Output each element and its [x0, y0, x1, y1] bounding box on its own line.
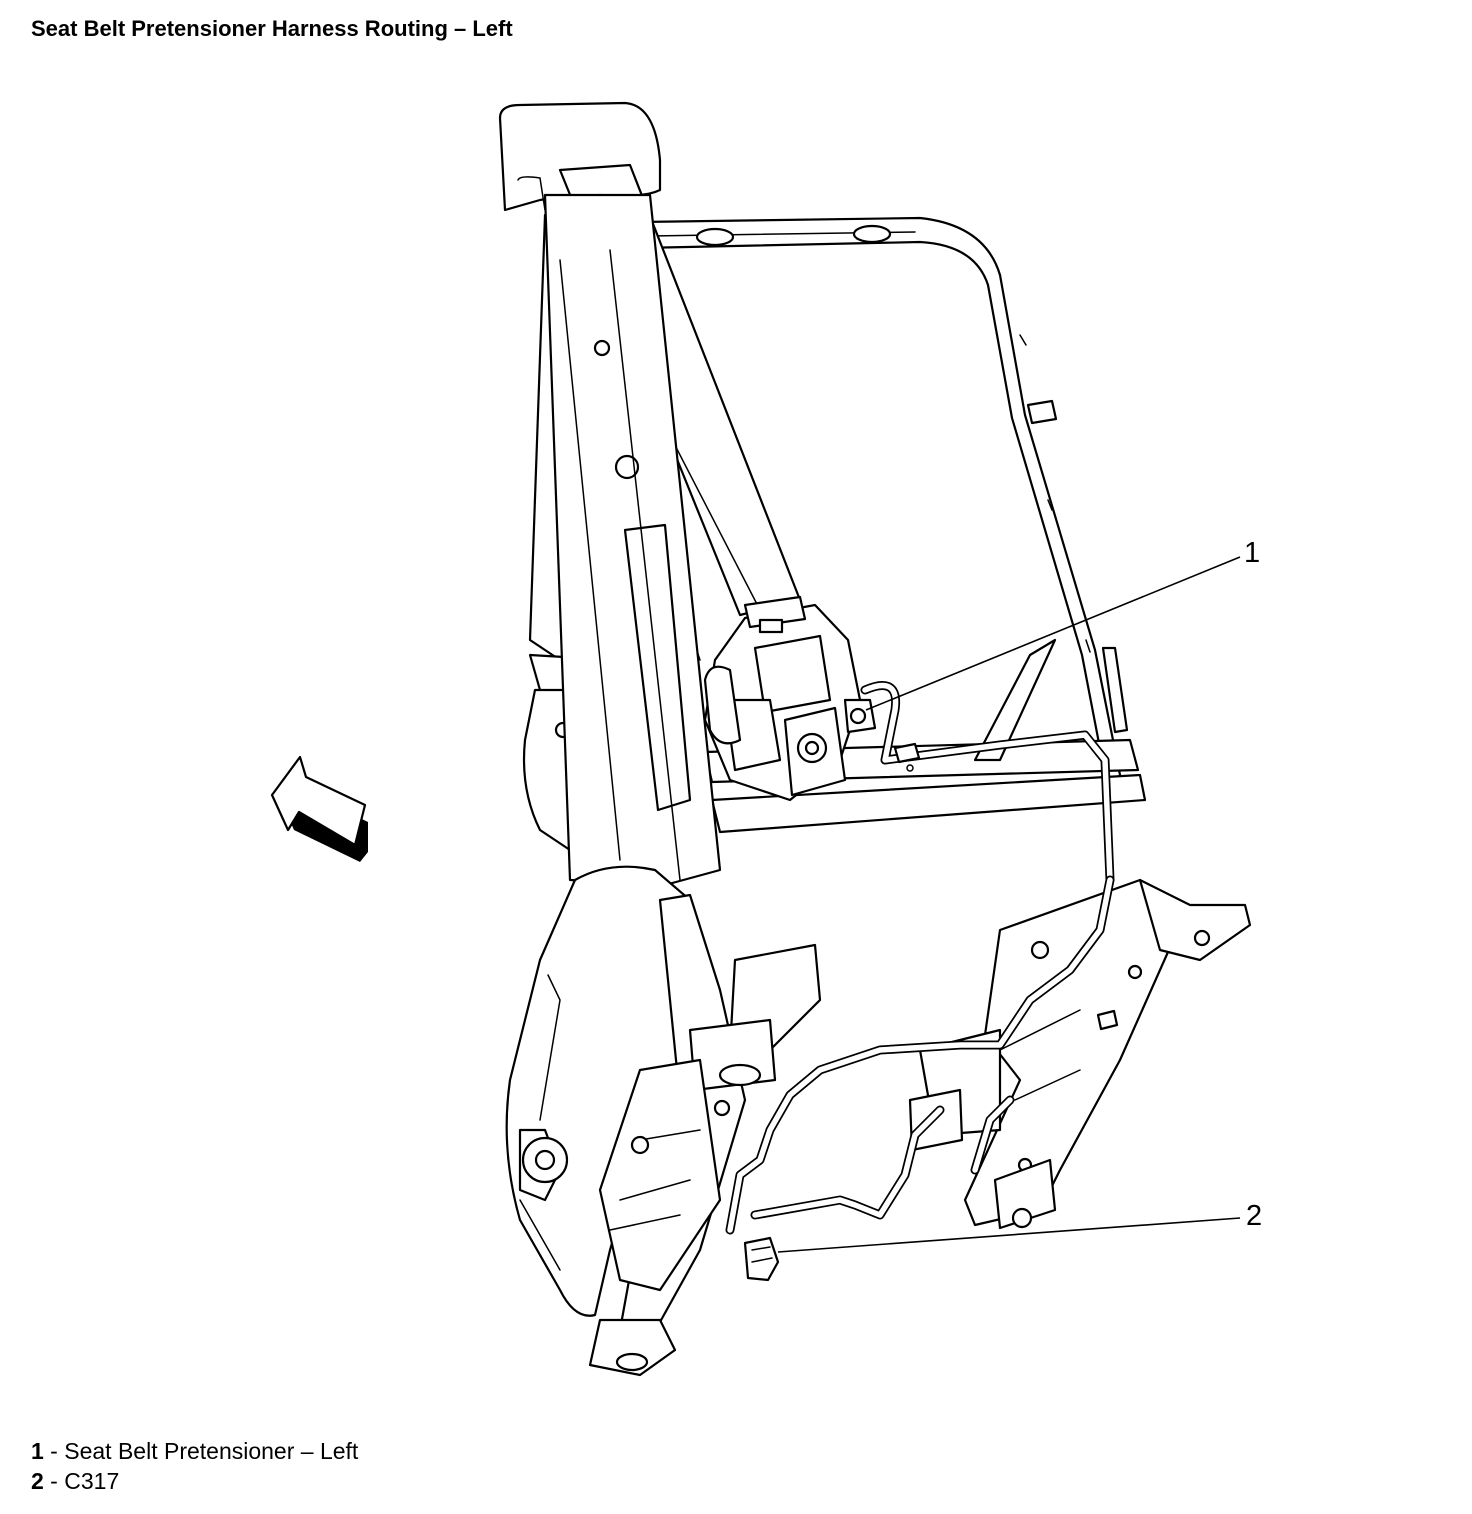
- front-direction-arrow-icon: [270, 755, 368, 862]
- c317-connector: [743, 1236, 780, 1282]
- seat-back-frame: [638, 216, 1147, 834]
- seat-track-left: [588, 893, 822, 1377]
- legend-number: 2: [31, 1468, 44, 1494]
- diagram-title: Seat Belt Pretensioner Harness Routing –…: [31, 16, 513, 41]
- legend: 1 - Seat Belt Pretensioner – Left 2 - C3…: [31, 1436, 358, 1496]
- callout-1-number: 1: [1244, 537, 1261, 569]
- seat-harness: [725, 875, 1115, 1235]
- legend-label: Seat Belt Pretensioner – Left: [64, 1438, 359, 1464]
- legend-number: 1: [31, 1438, 44, 1464]
- legend-item: 1 - Seat Belt Pretensioner – Left: [31, 1438, 359, 1464]
- legend-label: C317: [64, 1468, 120, 1494]
- seat-back-side-trim: [543, 193, 722, 887]
- callout-2-number: 2: [1246, 1200, 1263, 1232]
- seat-track-right: [963, 878, 1252, 1230]
- callout-2-leader: [777, 1217, 1241, 1253]
- seat-side-shield: [505, 865, 702, 1317]
- seat-belt-pretensioner: [703, 595, 877, 802]
- callout-1-leader: [865, 556, 1241, 711]
- legend-item: 2 - C317: [31, 1468, 120, 1494]
